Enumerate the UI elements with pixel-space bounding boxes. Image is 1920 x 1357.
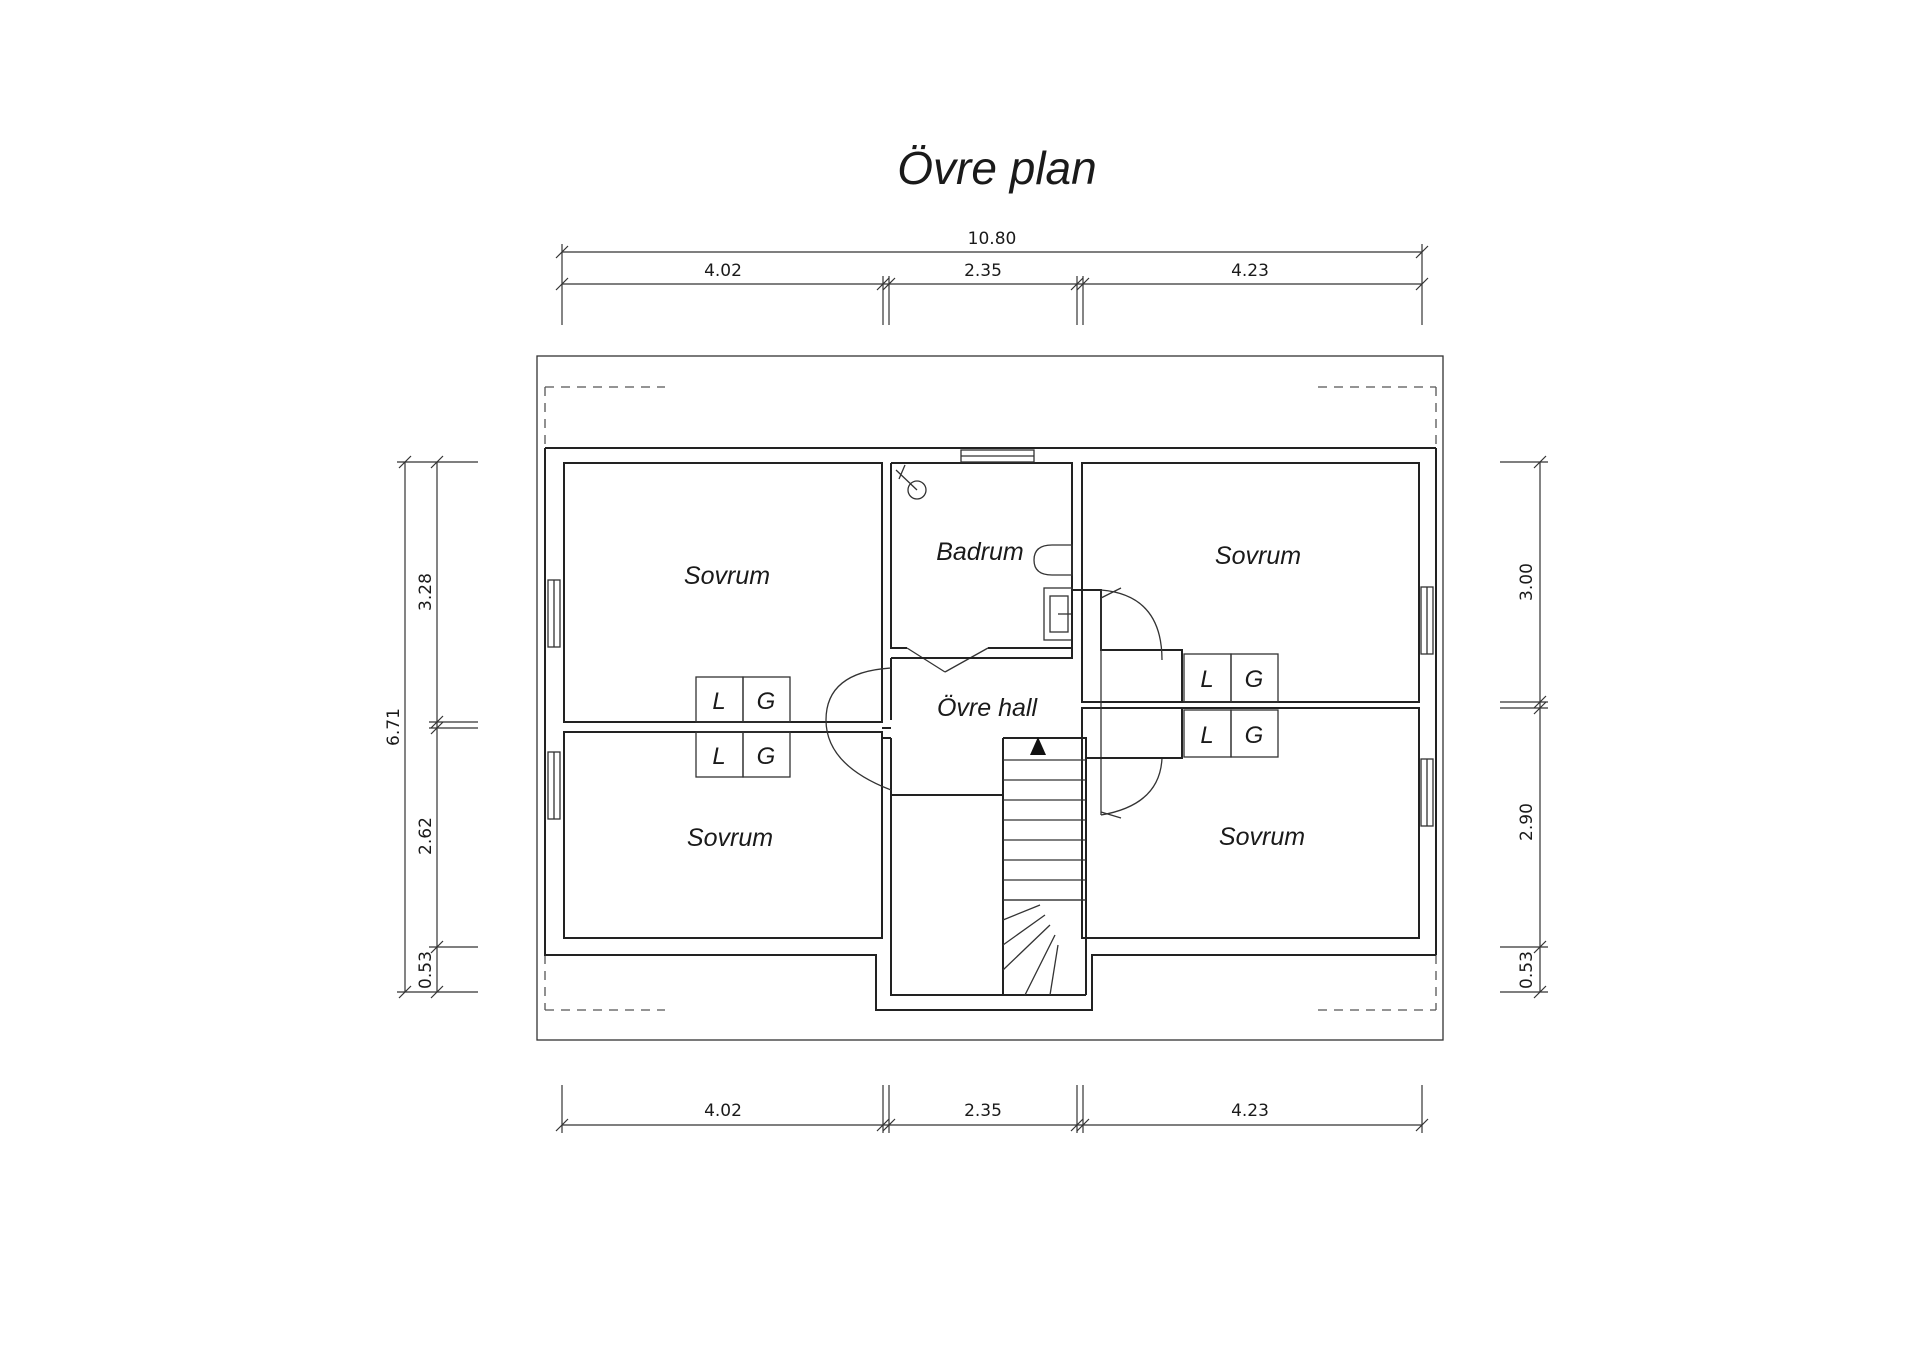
room-label-sovrum-ne: Sovrum — [1215, 542, 1301, 570]
room-sovrum-se — [1081, 707, 1420, 939]
roof-outline — [536, 355, 1444, 1041]
closet-right-upper: L G — [1183, 653, 1279, 703]
room-label-sovrum-nw: Sovrum — [684, 562, 770, 590]
room-label-sovrum-se: Sovrum — [1219, 823, 1305, 851]
toilet-icon — [1033, 544, 1073, 576]
closet-label-g: G — [1245, 722, 1264, 749]
room-label-hall: Övre hall — [937, 694, 1038, 722]
staircase — [890, 737, 1087, 996]
room-label-badrum: Badrum — [936, 538, 1024, 566]
closet-label-g: G — [757, 688, 776, 715]
dim-right-3: 0.53 — [1517, 951, 1537, 989]
shower-icon — [907, 480, 927, 500]
bottom-dimensions: 4.02 2.35 4.23 — [555, 1085, 1429, 1133]
closet-label-l: L — [1200, 666, 1213, 693]
closet-label-l: L — [1200, 722, 1213, 749]
closet-label-l: L — [712, 743, 725, 770]
exterior-walls — [544, 447, 1437, 1011]
dim-top-3: 4.23 — [1231, 261, 1269, 281]
room-badrum — [890, 449, 1073, 673]
dim-left-2: 2.62 — [416, 817, 436, 855]
room-label-sovrum-sw: Sovrum — [687, 824, 773, 852]
dim-bottom-1: 4.02 — [704, 1101, 742, 1121]
closet-left-lower: L G — [695, 731, 791, 778]
closet-right-lower: L G — [1183, 709, 1279, 758]
dim-left-3: 0.53 — [416, 951, 436, 989]
closet-label-g: G — [757, 743, 776, 770]
windows — [547, 579, 1434, 827]
dim-right-2: 2.90 — [1517, 803, 1537, 841]
dim-top-total: 10.80 — [968, 229, 1017, 249]
closet-label-l: L — [712, 688, 725, 715]
dim-left-total: 6.71 — [384, 708, 404, 746]
right-dimensions: 3.00 2.90 0.53 — [1500, 455, 1548, 999]
dim-bottom-3: 4.23 — [1231, 1101, 1269, 1121]
plan-title: Övre plan — [897, 142, 1096, 194]
top-dimensions: 10.80 4.02 2.35 4.23 — [555, 229, 1429, 325]
closet-left-upper: L G — [695, 676, 791, 723]
stair-up-arrow-icon — [1030, 737, 1046, 755]
closet-label-g: G — [1245, 666, 1264, 693]
dim-bottom-2: 2.35 — [964, 1101, 1002, 1121]
left-dimensions: 6.71 3.28 2.62 0.53 — [384, 455, 478, 999]
room-sovrum-nw — [563, 462, 883, 723]
dim-top-1: 4.02 — [704, 261, 742, 281]
dim-top-2: 2.35 — [964, 261, 1002, 281]
dim-right-1: 3.00 — [1517, 563, 1537, 601]
dim-left-1: 3.28 — [416, 573, 436, 611]
